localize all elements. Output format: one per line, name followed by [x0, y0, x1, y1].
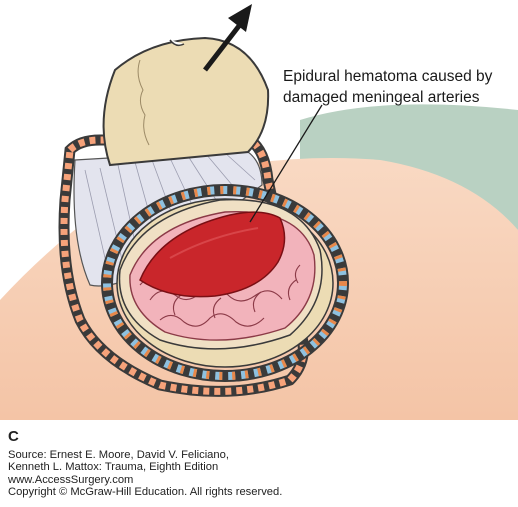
- lift-arrow-head: [228, 4, 252, 32]
- epidural-hematoma: [139, 211, 286, 298]
- craniotomy-illustration: [0, 4, 518, 420]
- credit-line-authors: Kenneth L. Mattox: Trauma, Eighth Editio…: [8, 461, 219, 474]
- panel-letter: C: [8, 428, 19, 445]
- hematoma-callout-label: Epidural hematoma caused by damaged meni…: [283, 68, 493, 106]
- callout-leader-line: [249, 104, 323, 223]
- credit-line-copyright: Copyright © McGraw-Hill Education. All r…: [8, 486, 283, 499]
- suture-line: [137, 59, 150, 146]
- credit-line-source: Source: Ernest E. Moore, David V. Felici…: [8, 449, 229, 461]
- credit-line-website: www.AccessSurgery.com: [8, 473, 134, 486]
- lift-arrow-shaft: [203, 20, 244, 72]
- source-credits: Source: Ernest E. Moore, David V. Felici…: [8, 449, 282, 499]
- bone-flap: [102, 36, 270, 167]
